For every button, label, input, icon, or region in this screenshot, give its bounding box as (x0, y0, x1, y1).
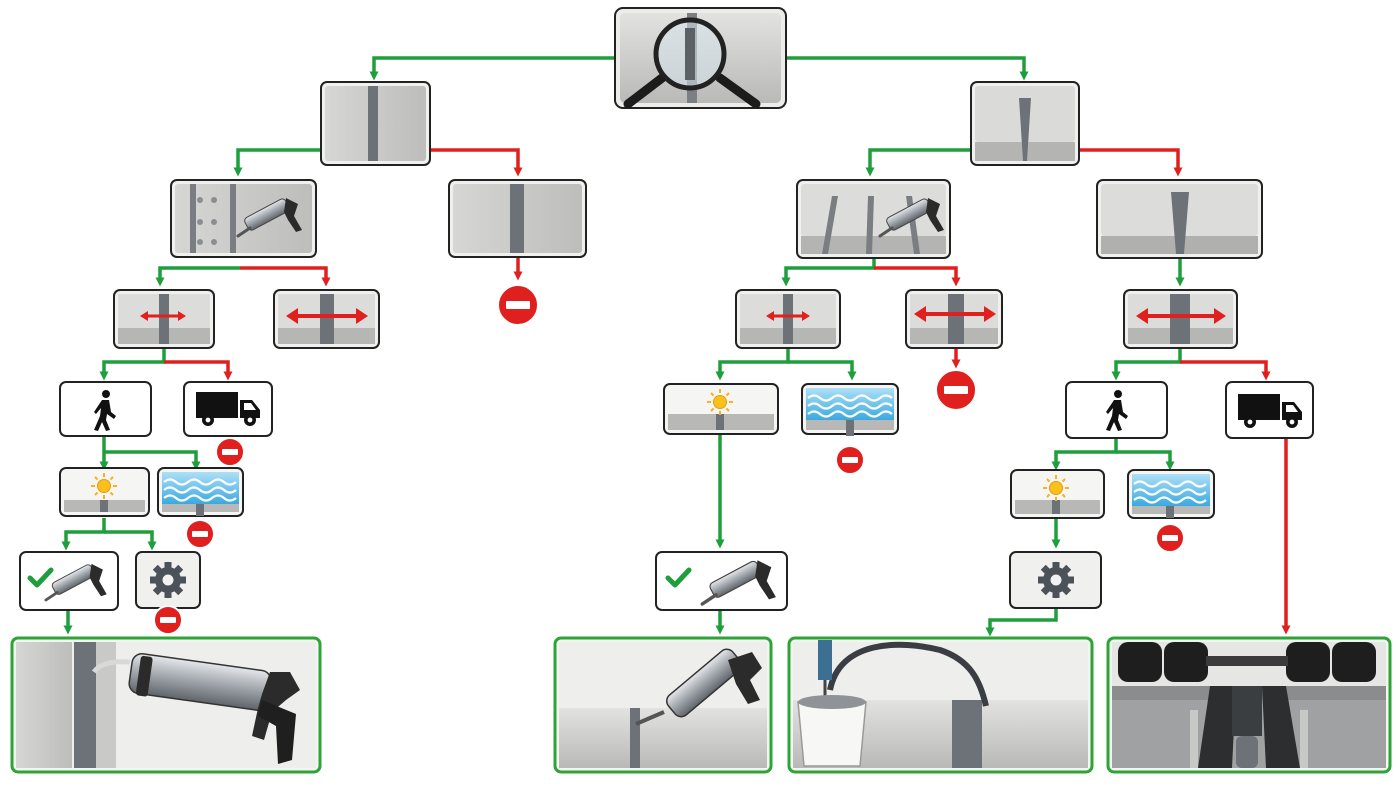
mixer-bucket-icon (797, 640, 867, 767)
floor-gun-grade-approved[interactable] (655, 551, 788, 611)
result-gun-applied-floor-sealant[interactable] (553, 636, 773, 774)
floor-dry-conditions[interactable] (663, 383, 779, 435)
horizontal-floor-joint[interactable] (970, 81, 1080, 166)
wall-water-immersion[interactable] (157, 467, 244, 517)
wide-large-movement[interactable] (1123, 289, 1238, 349)
result-gun-applied-wall-sealant[interactable] (10, 636, 322, 774)
water-icon (163, 478, 237, 502)
wide-dry-conditions[interactable] (1010, 469, 1105, 519)
water-icon (807, 394, 893, 418)
magnifier-icon (623, 17, 761, 109)
result-traffic-expansion-profile[interactable] (1106, 636, 1392, 774)
connectors (61, 56, 1291, 637)
result-pourable-mixed-sealant[interactable] (787, 636, 1094, 774)
wall-joint-icon (510, 184, 524, 253)
large-movement-icon (286, 308, 368, 324)
floor-water-immersion[interactable] (801, 383, 899, 436)
water-icon (1133, 480, 1207, 504)
wall-gun-sealable[interactable] (170, 179, 317, 258)
inspect-joint-start[interactable] (614, 7, 787, 109)
large-movement-icon (914, 306, 996, 322)
expansion-profile-icon (1112, 686, 1386, 768)
small-movement-icon (140, 311, 186, 321)
vertical-wall-joint[interactable] (320, 81, 431, 166)
wall-machine-applied[interactable] (135, 551, 201, 609)
no-entry-icon (185, 519, 215, 549)
large-movement-icon (1136, 308, 1226, 324)
gear-icon (1038, 562, 1074, 598)
no-entry-icon (497, 284, 539, 326)
floor-gun-sealable[interactable] (796, 179, 951, 259)
wall-joint-icon (368, 86, 378, 161)
wide-pedestrian-traffic[interactable] (1065, 381, 1168, 439)
wall-pedestrian-traffic[interactable] (59, 381, 152, 437)
caulking-gun-icon (128, 652, 300, 764)
wide-vehicle-traffic[interactable] (1225, 381, 1314, 439)
floor-small-movement[interactable] (735, 289, 841, 349)
floor-joint-icon (1019, 98, 1031, 161)
wall-large-movement[interactable] (273, 289, 380, 349)
no-entry-icon (1155, 523, 1185, 553)
caulking-gun-icon (635, 648, 762, 726)
wall-not-gun-sealable[interactable] (448, 179, 587, 258)
gear-icon (150, 562, 186, 598)
floor-joint-icon (1171, 192, 1189, 254)
wide-water-immersion[interactable] (1127, 469, 1215, 519)
floor-large-movement[interactable] (905, 289, 1003, 349)
wall-gun-grade-approved[interactable] (19, 551, 119, 611)
floor-wide-joint[interactable] (1096, 179, 1263, 259)
no-entry-icon (935, 369, 977, 411)
no-entry-icon (215, 437, 245, 467)
wall-vehicle-traffic[interactable] (183, 381, 273, 437)
wall-small-movement[interactable] (113, 289, 215, 349)
wide-machine-applied[interactable] (1009, 551, 1102, 609)
no-entry-icon (835, 445, 865, 475)
small-movement-icon (766, 311, 810, 321)
no-entry-icon (153, 605, 183, 635)
wall-dry-conditions[interactable] (59, 467, 150, 517)
